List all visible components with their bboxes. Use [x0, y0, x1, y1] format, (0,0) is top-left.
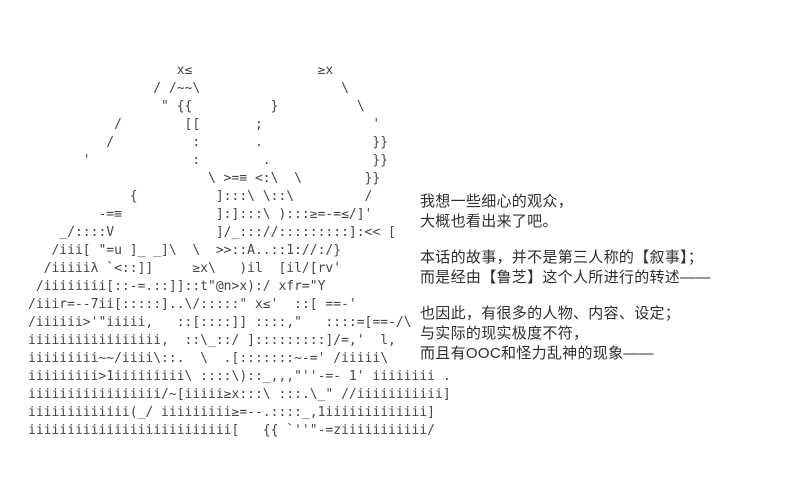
dialogue-line: 我想一些细心的观众，	[420, 193, 574, 210]
dialogue-paragraph: 我想一些细心的观众， 大概也看出来了吧。	[420, 192, 780, 232]
dialogue-line: 也因此，有很多的人物、内容、设定；	[420, 305, 681, 322]
dialogue-paragraph: 本话的故事，并不是第三人称的【叙事】； 而是经由【鲁芝】这个人所进行的转述——	[420, 248, 780, 288]
dialogue-line: 本话的故事，并不是第三人称的【叙事】；	[420, 249, 704, 266]
dialogue-line: 大概也看出来了吧。	[420, 213, 558, 230]
dialogue-line: 而且有OOC和怪力乱神的现象——	[420, 345, 654, 362]
dialogue-line: 与实际的现实极度不符，	[420, 325, 589, 342]
dialogue: 我想一些细心的观众， 大概也看出来了吧。本话的故事，并不是第三人称的【叙事】； 而是…	[420, 192, 780, 380]
dialogue-line: 而是经由【鲁芝】这个人所进行的转述——	[420, 269, 711, 286]
ascii-art: x≤ ≥x / /~~\ \ " {{ } \ / [[ ; ' / : . }…	[28, 63, 451, 438]
dialogue-paragraph: 也因此，有很多的人物、内容、设定； 与实际的现实极度不符， 而且有OOC和怪力乱神的…	[420, 304, 780, 364]
